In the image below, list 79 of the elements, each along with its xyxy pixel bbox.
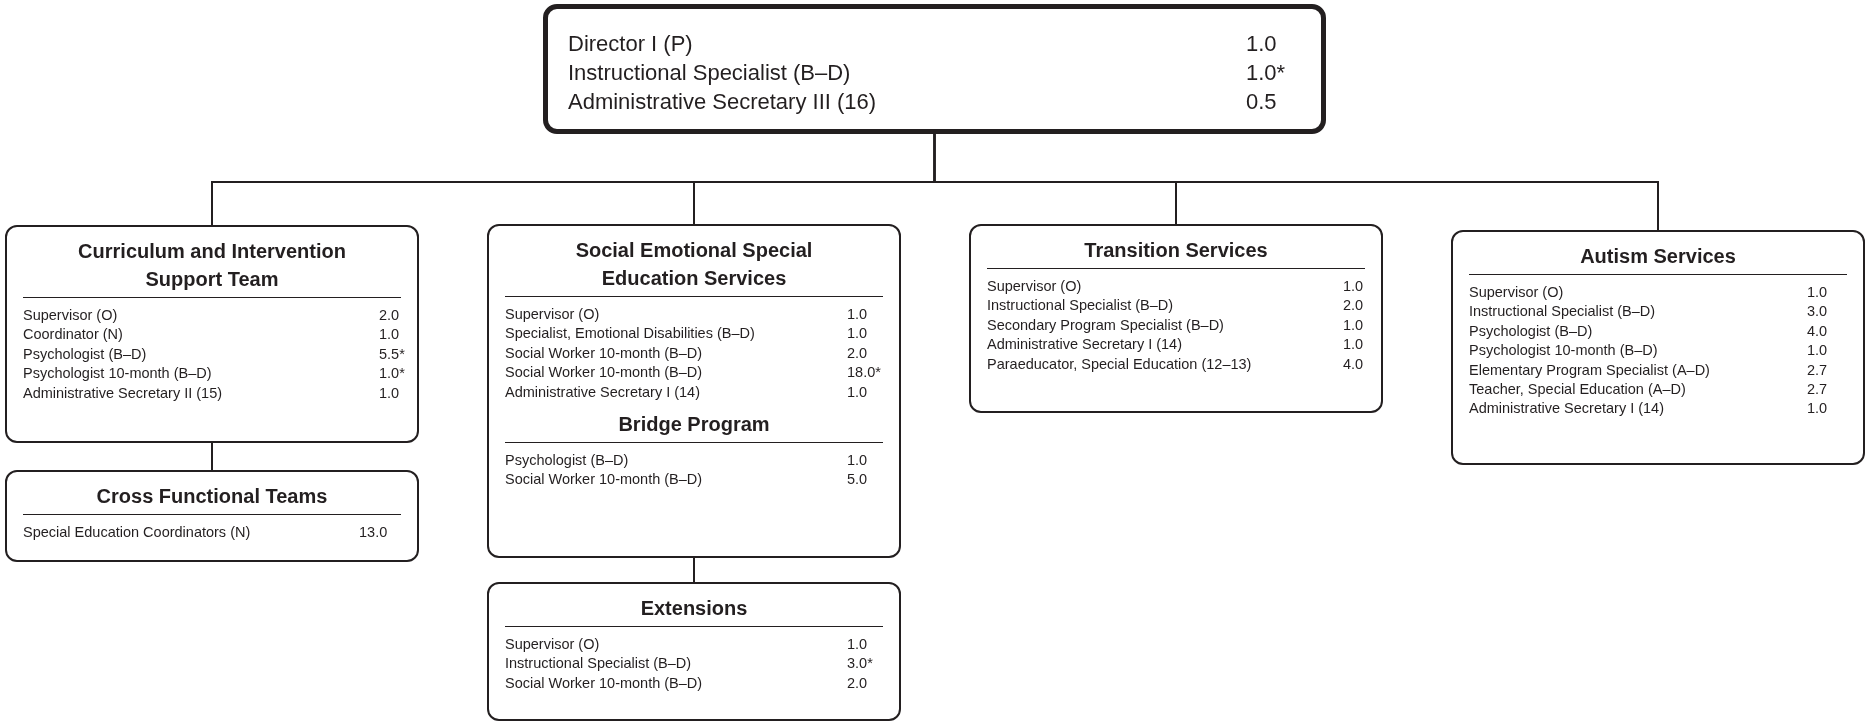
connector-line [933,133,1659,231]
fte-value: 0.5 [1246,88,1277,116]
team-box [1451,230,1865,465]
position-title: Teacher, Special Education (A–D) [1469,380,1686,397]
position-title: Instructional Specialist (B–D) [505,655,692,672]
position-title: Secondary Program Specialist (B–D) [987,316,1224,333]
section-heading: Transition Services [1084,238,1268,263]
fte-value: 1.0 [847,635,868,654]
position-title: Psychologist (B–D) [23,345,147,362]
section-heading: Social Emotional Special Education Services [574,238,814,291]
fte-value: 2.0 [847,673,868,693]
fte-value: 5.5* [379,344,405,364]
position-title: Instructional Specialist (B–D) [568,60,851,85]
fte-value: 1.0 [1807,399,1828,419]
fte-value: 2.0 [379,306,400,325]
position-title: Supervisor (O) [23,307,118,323]
position-title: Supervisor (O) [1469,284,1564,300]
fte-value: 2.7 [1807,379,1828,399]
fte-value: 1.0 [847,450,868,470]
position-title: Paraeducator, Special Education (12–13) [987,355,1252,372]
fte-value: 3.0 [1807,302,1828,322]
position-title: Director I (P) [568,31,693,56]
fte-value: 5.0 [847,470,868,490]
position-title: Psychologist 10-month (B–D) [23,365,212,382]
position-title: Social Worker 10-month (B–D) [505,344,703,361]
position-title: Administrative Secretary I (14) [1469,400,1664,417]
section-heading: Curriculum and Intervention Support Team [77,239,347,292]
fte-value: 1.0* [379,364,405,384]
fte-value: 1.0 [847,382,868,402]
position-title: Supervisor (O) [505,306,600,322]
fte-value: 2.0 [847,343,868,363]
fte-value: 1.0 [1343,277,1364,296]
fte-value: 4.0 [1807,321,1828,341]
connector-line [693,557,695,583]
director-box [543,4,1326,134]
position-title: Psychologist (B–D) [1469,322,1593,339]
fte-value: 1.0 [1343,315,1364,335]
position-title: Administrative Secretary II (15) [23,384,223,401]
position-title: Specialist, Emotional Disabilities (B–D) [505,325,755,342]
fte-value: 1.0 [847,324,868,344]
connector-line [211,442,213,471]
fte-value: 4.0 [1343,354,1364,374]
fte-value: 2.0 [1343,296,1364,316]
position-title: Administrative Secretary III (16) [568,89,877,114]
section-heading: Extensions [640,596,748,621]
position-title: Administrative Secretary I (14) [505,383,700,400]
team-box [5,225,419,443]
position-title: Elementary Program Specialist (A–D) [1469,361,1710,378]
fte-value: 1.0 [1246,30,1277,58]
team-box [487,224,901,558]
position-title: Supervisor (O) [987,278,1082,294]
fte-value: 3.0* [847,654,873,674]
team-box [5,470,419,562]
fte-value: 1.0* [1246,59,1286,87]
fte-value: 1.0 [847,305,868,324]
section-heading: Bridge Program [618,411,770,437]
fte-value: 18.0* [847,363,881,383]
position-title: Administrative Secretary I (14) [987,336,1182,353]
position-title: Coordinator (N) [23,326,123,343]
fte-value: 1.0 [379,325,400,345]
section-heading: Cross Functional Teams [96,484,328,509]
section-heading: Autism Services [1580,244,1736,269]
position-title: Special Education Coordinators (N) [23,524,251,540]
position-title: Instructional Specialist (B–D) [1469,303,1656,320]
position-title: Instructional Specialist (B–D) [987,297,1174,314]
fte-value: 1.0 [1807,341,1828,361]
position-title: Social Worker 10-month (B–D) [505,674,703,691]
position-title: Social Worker 10-month (B–D) [505,364,703,381]
position-title: Psychologist 10-month (B–D) [1469,342,1658,359]
team-box [969,224,1383,413]
fte-value: 1.0 [379,383,400,403]
position-title: Social Worker 10-month (B–D) [505,471,703,488]
team-box [487,582,901,721]
position-title: Psychologist (B–D) [505,451,629,468]
fte-value: 2.7 [1807,360,1828,380]
fte-value: 1.0 [1807,283,1828,302]
fte-value: 1.0 [1343,335,1364,355]
fte-value: 13.0 [359,523,388,542]
position-title: Supervisor (O) [505,636,600,652]
